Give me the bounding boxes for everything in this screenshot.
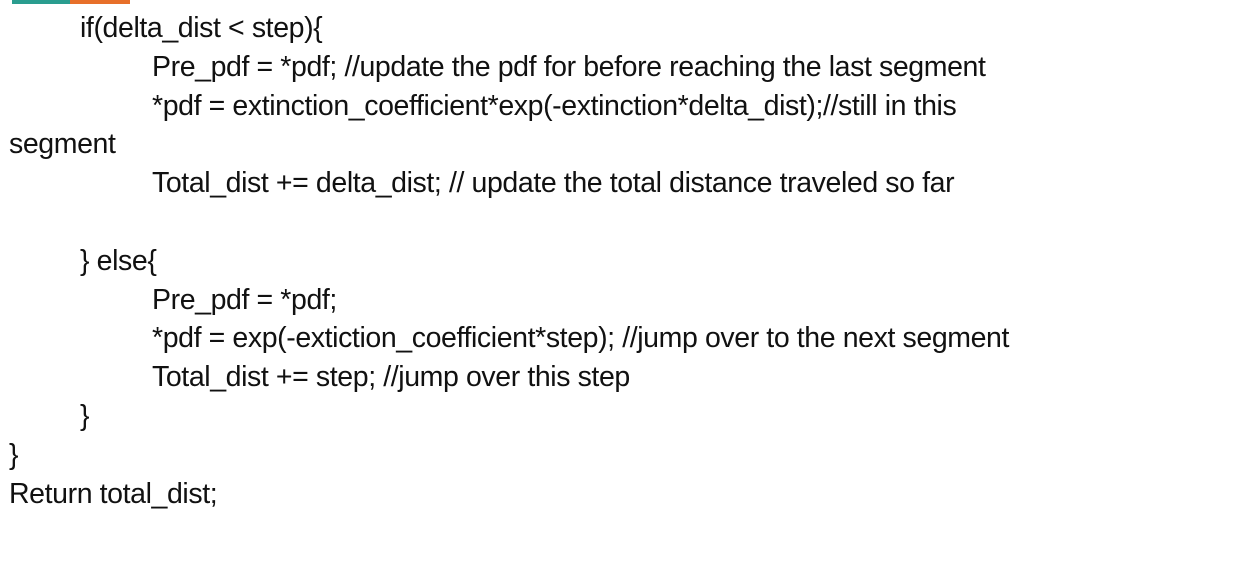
code-line-close-outer: } (9, 438, 19, 471)
code-line-total-step: Total_dist += step; //jump over this ste… (152, 361, 630, 394)
code-line-pdf-exp: *pdf = exp(-extiction_coefficient*step);… (152, 322, 1010, 355)
code-document: if(delta_dist < step){ Pre_pdf = *pdf; /… (0, 9, 1252, 513)
code-line-else: } else{ (80, 244, 157, 277)
code-line-return: Return total_dist; (9, 477, 218, 510)
code-line-pdf-update: *pdf = extinction_coefficient*exp(-extin… (152, 89, 957, 122)
accent-bar-teal (12, 0, 70, 4)
code-line-blank (0, 203, 1252, 242)
code-line-close-else: } (80, 399, 90, 432)
code-line-total-dist: Total_dist += delta_dist; // update the … (152, 167, 955, 200)
code-line-pre-pdf-else: Pre_pdf = *pdf; (152, 283, 337, 316)
code-line-if: if(delta_dist < step){ (80, 12, 323, 44)
code-line-pre-pdf: Pre_pdf = *pdf; //update the pdf for bef… (152, 50, 986, 83)
accent-bar-orange (70, 0, 130, 4)
code-line-wrap-segment: segment (9, 128, 116, 161)
